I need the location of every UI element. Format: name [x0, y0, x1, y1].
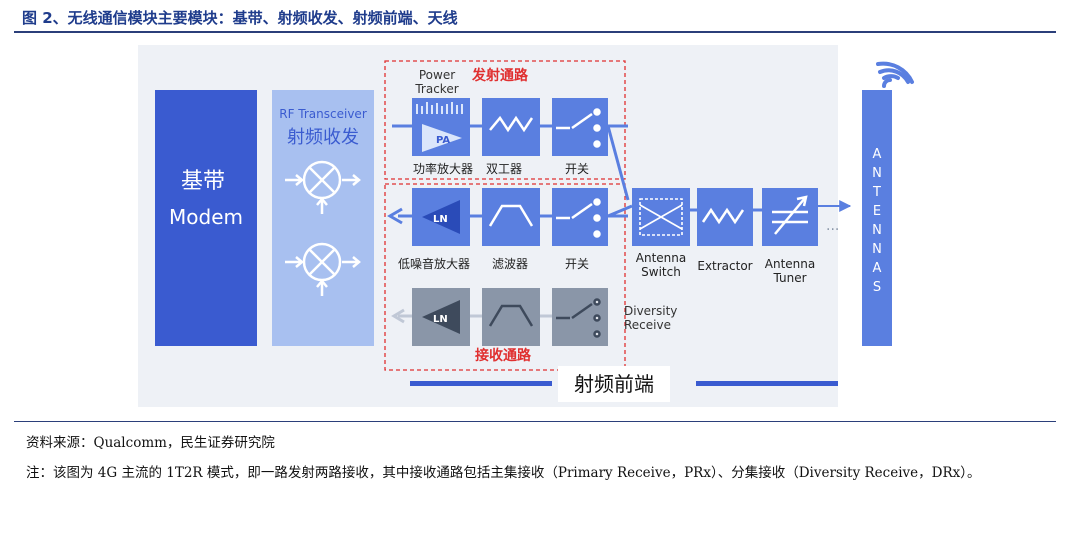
rf-frontend-label-bg: [558, 366, 670, 402]
transceiver-label-cn: 射频收发: [287, 127, 359, 148]
rx-arrow-icon: [387, 207, 403, 225]
footnote: 注：该图为 4G 主流的 1T2R 模式，即一路发射两路接收，其中接收通路包括主…: [26, 465, 981, 481]
diversity-receive-label-2: Receive: [624, 318, 671, 332]
antenna-tuner-label-2: Tuner: [772, 271, 806, 285]
diversity-filter-block: [482, 288, 540, 346]
filter-block: [482, 188, 540, 246]
antennas-letter: A: [873, 147, 882, 162]
top-rule: [14, 31, 1056, 33]
mixer-icon: [285, 242, 361, 296]
antenna-tuner-icon: [772, 195, 808, 235]
transceiver-block: [272, 90, 374, 346]
rx-switch-caption: 开关: [565, 257, 589, 271]
extractor-label: Extractor: [697, 259, 752, 273]
rx-path-label: 接收通路: [475, 347, 532, 364]
extractor-icon: [701, 207, 745, 225]
diversity-switch-icon: [556, 298, 601, 338]
antenna-switch-icon: [639, 198, 683, 236]
bottom-rule: [14, 421, 1056, 422]
antennas-letter: N: [872, 242, 882, 257]
mixer-icon: [285, 160, 361, 214]
diversity-arrow-icon: [391, 308, 405, 324]
filter-caption: 滤波器: [492, 257, 528, 271]
antennas-letter: N: [872, 223, 882, 238]
antenna-switch-label-2: Switch: [641, 265, 681, 279]
diversity-receive-label-1: Diversity: [624, 304, 677, 318]
power-tracker-label-2: Tracker: [414, 82, 458, 96]
antennas-letter: T: [872, 185, 881, 200]
antenna-tuner-label-1: Antenna: [765, 257, 815, 271]
lna-caption: 低噪音放大器: [398, 256, 470, 271]
rf-frontend-label: 射频前端: [574, 372, 654, 396]
lna-amplifier-icon: [422, 200, 460, 234]
diversity-lna-label: LN: [433, 314, 448, 325]
figure-title: 图 2、无线通信模块主要模块：基带、射频收发、射频前端、天线: [22, 9, 458, 27]
filter-icon: [488, 204, 534, 227]
modem-block: [155, 90, 257, 346]
rf-frontend-bar-left: [410, 381, 552, 386]
switch-icon: [556, 108, 601, 148]
tx-path-label: 发射通路: [471, 67, 529, 84]
antennas-block: [862, 90, 892, 346]
diversity-lna-icon: [422, 300, 460, 334]
transceiver-label-en: RF Transceiver: [279, 107, 367, 121]
antennas-letter: E: [873, 204, 881, 219]
tx-to-switch-line: [606, 125, 630, 201]
rx-path-box: [384, 183, 626, 371]
pa-label: PA: [436, 135, 450, 146]
rf-frontend-bar-right: [696, 381, 838, 386]
source-note: 资料来源：Qualcomm，民生证券研究院: [26, 435, 275, 451]
modem-label-en: Modem: [169, 205, 243, 229]
tx-path-box: [384, 60, 626, 180]
power-tracker-waveform-icon: [416, 102, 463, 114]
antenna-switch-label-1: Antenna: [636, 251, 686, 265]
tx-switch-caption: 开关: [565, 162, 589, 176]
antennas-letter: S: [873, 280, 881, 295]
duplexer-caption: 双工器: [486, 162, 522, 176]
diagram: 基带 Modem RF Transceiver 射频收发 发射通路 接收通路 P…: [138, 45, 914, 407]
diversity-filter-icon: [488, 304, 534, 327]
switch-icon: [556, 198, 601, 238]
antennas-letter: N: [872, 166, 882, 181]
pa-amplifier-icon: [422, 124, 462, 152]
wifi-signal-icon: [876, 61, 914, 88]
lna-label: LN: [433, 214, 448, 225]
duplexer-icon: [489, 115, 534, 133]
modem-label-cn: 基带: [181, 169, 225, 194]
pa-caption: 功率放大器: [413, 161, 473, 176]
antennas-letter: A: [873, 261, 882, 276]
ellipsis-dots: ···: [826, 222, 839, 238]
power-tracker-label-1: Power: [419, 68, 455, 82]
rx-to-switch-line: [607, 204, 633, 218]
